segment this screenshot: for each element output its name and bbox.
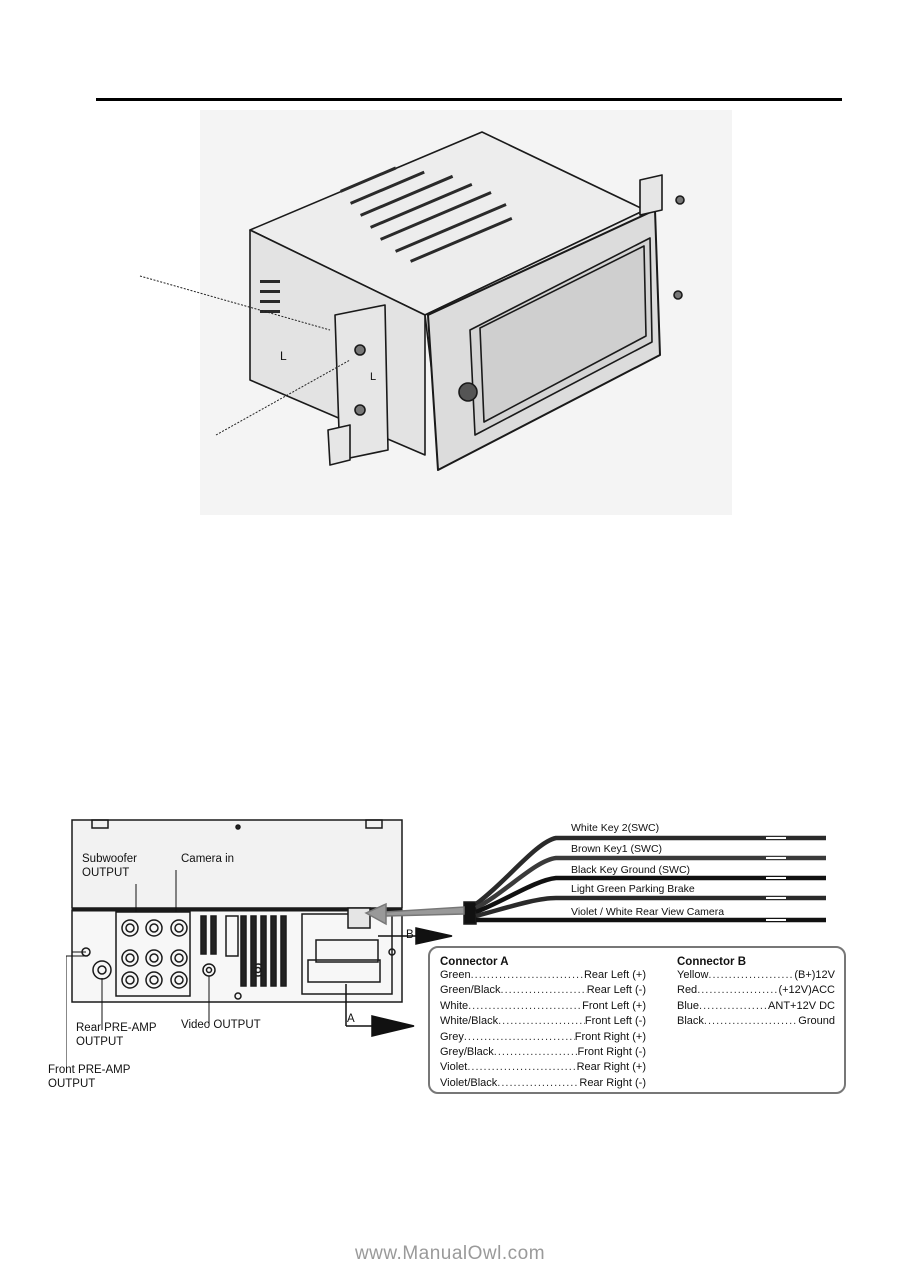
wire-label: Light Green Parking Brake [571,883,695,895]
video-output-label: Video OUTPUT [181,1019,261,1031]
footer-watermark: www.ManualOwl.com [354,1243,546,1264]
connector-b-column: Connector B Yellow......................… [677,956,835,1030]
list-item: Violet/Black............................… [440,1076,646,1089]
callout-lines [139,275,351,436]
list-item: Green..............................Rear … [440,969,646,981]
svg-text:L: L [370,371,376,383]
connector-b-title: Connector B [677,956,746,968]
arrow-b-label: B [406,929,414,941]
list-item: Blue..............................ANT+12… [677,999,835,1012]
front-preamp-output-label: Front PRE-AMP OUTPUT [48,1064,131,1090]
connector-a-title: Connector A [440,956,509,968]
rear-preamp-output-label: Rear PRE-AMP OUTPUT [76,1022,157,1048]
subwoofer-output-label: Subwoofer OUTPUT [82,853,137,879]
connector-a-column: Connector A Green.......................… [440,956,646,1091]
wire-label: Brown Key1 (SWC) [571,843,663,855]
head-unit-drawing: L L [249,131,685,471]
wire-label: White Key 2(SWC) [571,822,660,834]
list-item: Green/Black.............................… [440,984,646,997]
camera-in-label: Camera in [181,853,235,865]
wire-label: Black Key Ground (SWC) [571,864,691,876]
rear-panel-wiring-diagram [65,812,850,1098]
wire-label: Violet / White Rear View Camera [571,906,725,918]
header-rule [96,98,842,101]
list-item: Grey/Black..............................… [440,1046,646,1059]
svg-text:L: L [280,349,287,363]
list-item: White..............................Front… [440,999,646,1012]
connector-legend: Connector A Green.......................… [428,946,846,1094]
list-item: Grey..............................Front … [440,1030,646,1043]
head-unit-mounting-illustration: L L [200,110,732,515]
rear-panel-drawing [65,819,826,1072]
list-item: Black..............................Groun… [677,1015,835,1028]
list-item: Violet..............................Rear… [440,1061,646,1074]
list-item: Red..............................(+12V)A… [677,984,835,997]
list-item: Yellow..............................(B+)… [677,969,835,981]
arrow-a-label: A [347,1013,355,1025]
list-item: White/Black.............................… [440,1015,646,1028]
